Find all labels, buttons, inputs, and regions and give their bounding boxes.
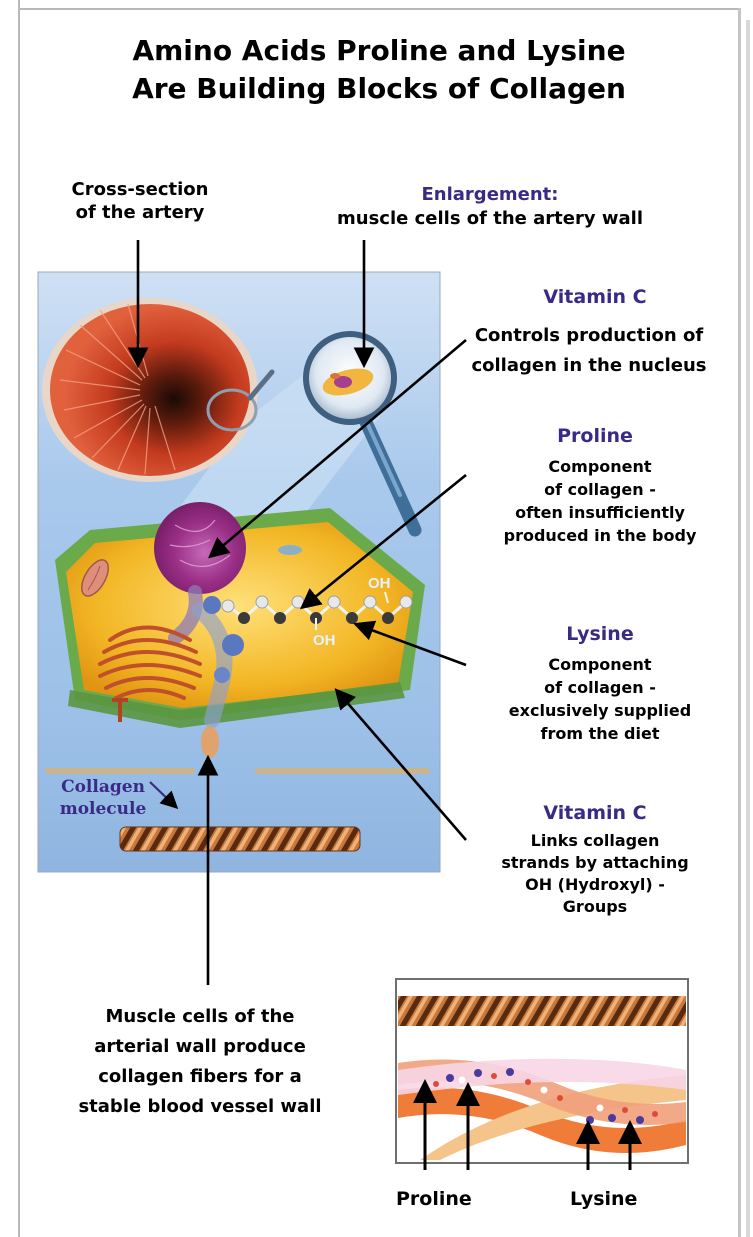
vitamin-c-nucleus-body: Controls production of collagen in the n… [444,321,734,381]
collagen-molecule-label: Collagen molecule [48,776,158,820]
muscle-cells-line-1: Muscle cells of the [30,1002,370,1032]
lysine-body: Component of collagen - exclusively supp… [500,653,700,745]
muscle-cells-line-3: collagen fibers for a [30,1062,370,1092]
collagen-molecule-line-1: Collagen [48,776,158,798]
lysine-heading: Lysine [510,623,690,645]
vitamin-c-links-heading: Vitamin C [490,802,700,824]
cross-section-line-1: Cross-section [40,178,240,201]
vesicle [278,545,302,555]
cross-section-line-2: of the artery [40,201,240,224]
vitamin-c-nucleus-line-1: Controls production of [444,321,734,351]
proline-line-3: often insufficiently [480,501,720,524]
inset-proline-label: Proline [396,1188,536,1210]
vitamin-c-links-line-2: strands by attaching [460,852,730,874]
vitamin-c-nucleus-line-2: collagen in the nucleus [444,351,734,381]
collagen-detail-inset [396,979,688,1170]
enlargement-heading: Enlargement: [280,184,700,206]
muscle-cells-line-4: stable blood vessel wall [30,1092,370,1122]
membrane-channel-cap [112,698,128,702]
oh-label-bottom: OH [313,632,336,649]
proline-line-4: produced in the body [480,524,720,547]
proline-heading: Proline [490,425,700,447]
vitamin-c-links-line-3: OH (Hydroxyl) - [460,874,730,896]
collagen-molecule-rope [120,827,360,851]
inset-lysine-label: Lysine [570,1188,710,1210]
membrane-channel [118,700,122,722]
lysine-line-3: exclusively supplied [500,699,700,722]
lysine-line-2: of collagen - [500,676,700,699]
vitamin-c-links-line-1: Links collagen [460,830,730,852]
vitamin-c-links-line-4: Groups [460,896,730,918]
proline-body: Component of collagen - often insufficie… [480,455,720,547]
vitamin-c-links-body: Links collagen strands by attaching OH (… [460,830,730,918]
lysine-line-4: from the diet [500,722,700,745]
lysine-line-1: Component [500,653,700,676]
cross-section-label: Cross-section of the artery [40,178,240,224]
proline-line-2: of collagen - [480,478,720,501]
muscle-cells-caption: Muscle cells of the arterial wall produc… [30,1002,370,1122]
proline-line-1: Component [480,455,720,478]
muscle-cells-line-2: arterial wall produce [30,1032,370,1062]
vitamin-c-nucleus-heading: Vitamin C [470,286,720,308]
oh-label-top: OH [368,575,391,592]
collagen-molecule-line-2: molecule [48,798,158,820]
enlargement-body: muscle cells of the artery wall [270,208,710,230]
